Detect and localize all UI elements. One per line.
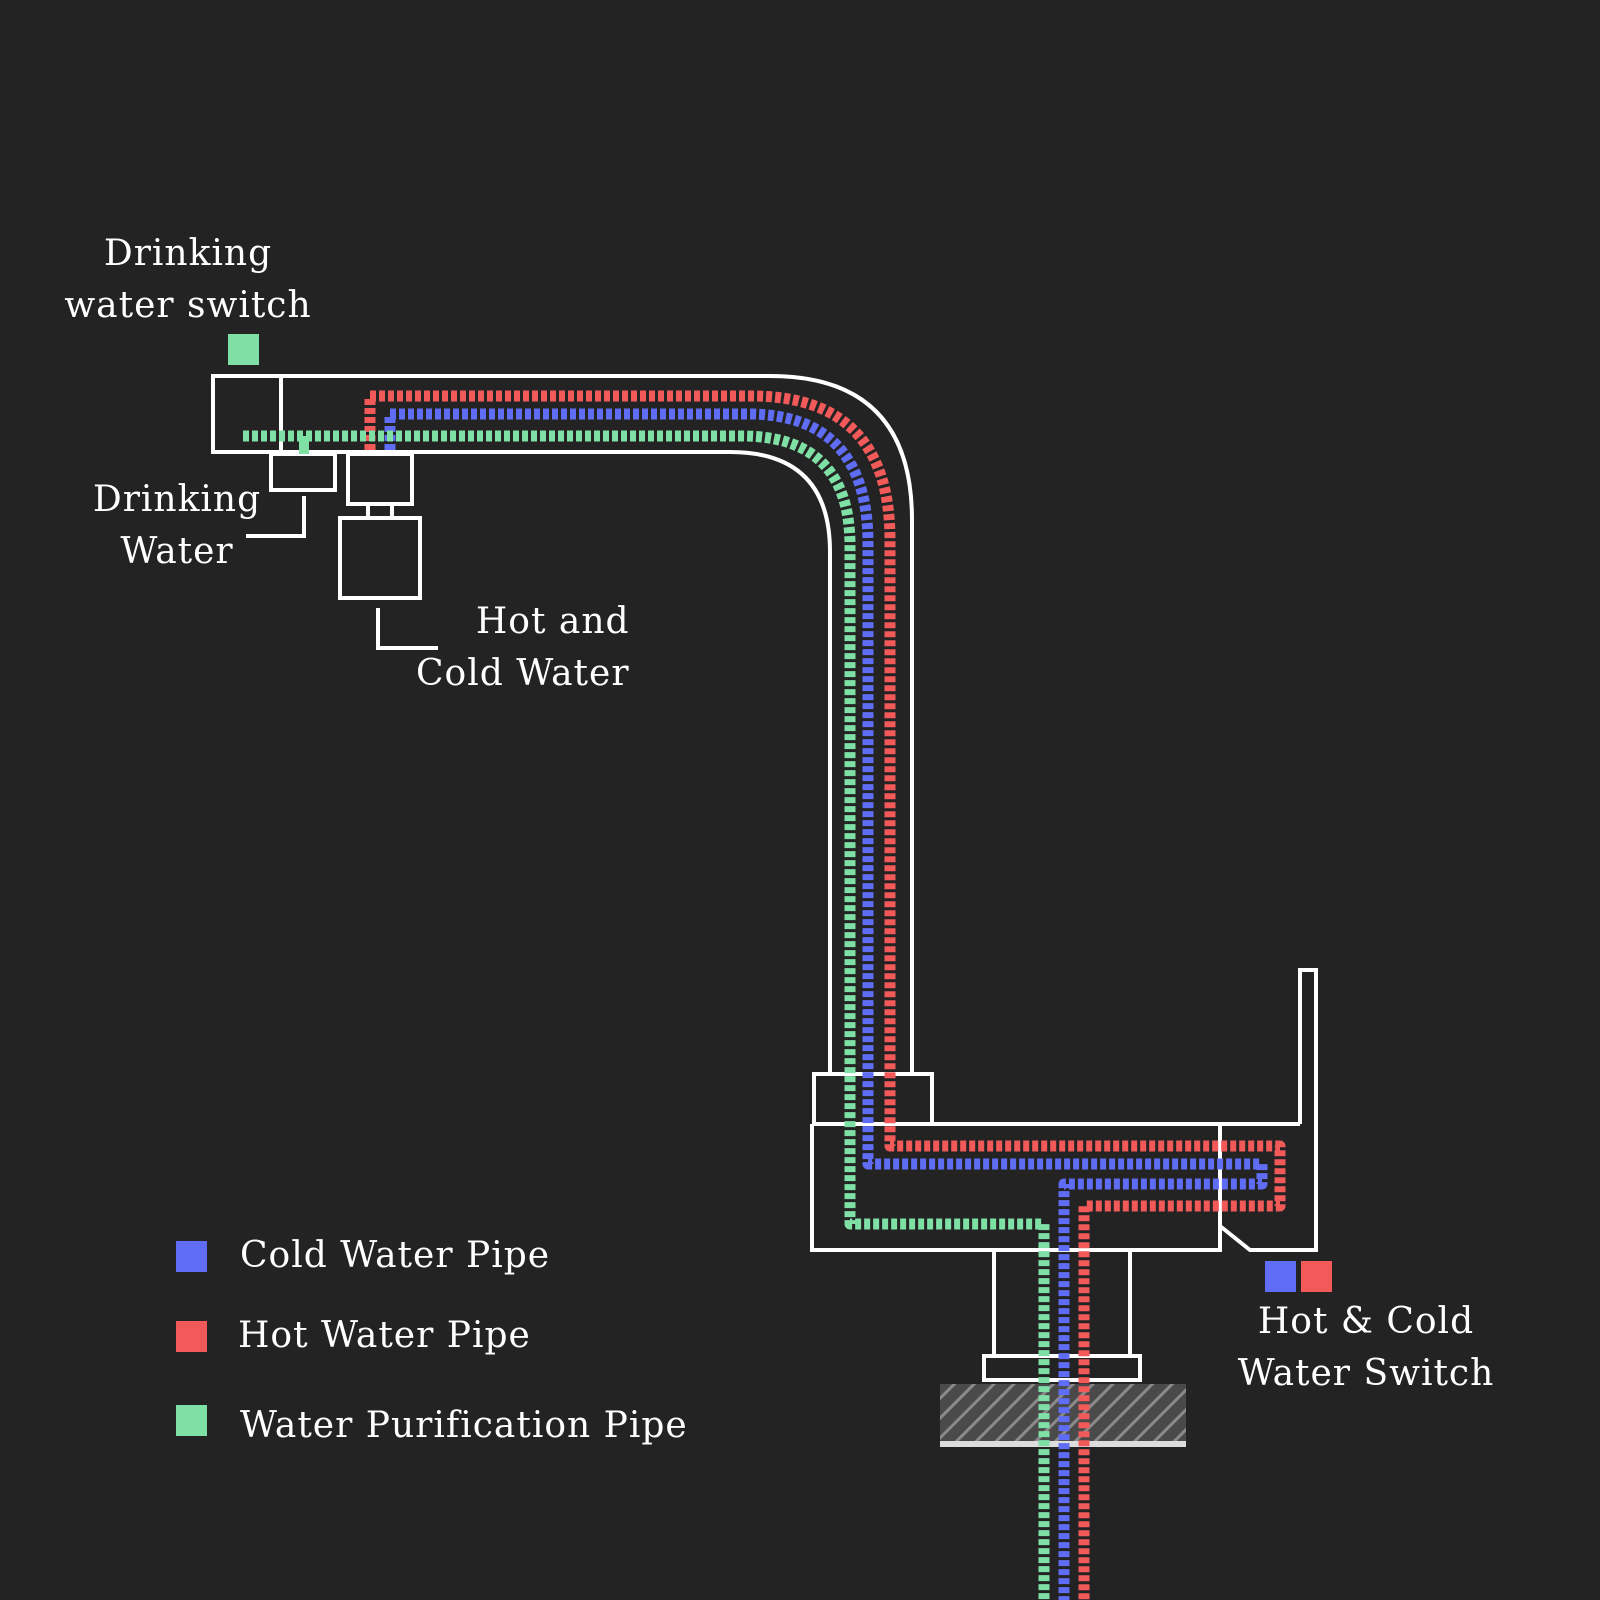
spout-arm-inner — [281, 450, 832, 1074]
hot-switch-marker — [1301, 1261, 1332, 1292]
legend-label-cold: Cold Water Pipe — [240, 1235, 551, 1276]
cold-water-pipe — [384, 408, 1268, 1600]
legend-item-purification: Water Purification Pipe — [176, 1400, 687, 1446]
label-drinking-switch: Drinking water switch — [64, 233, 312, 326]
spout-head — [211, 374, 283, 454]
hot-water-pipe — [364, 390, 1286, 1600]
legend-item-hot: Hot Water Pipe — [176, 1315, 530, 1356]
legend-swatch-purification — [176, 1404, 207, 1436]
legend-label-purification: Water Purification Pipe — [240, 1405, 688, 1446]
faucet-body — [810, 1122, 1300, 1252]
spout-arm-outer — [281, 374, 914, 1074]
legend-item-cold: Cold Water Pipe — [176, 1235, 549, 1276]
handle-lever — [1218, 968, 1318, 1252]
legend-swatch-hot — [176, 1320, 207, 1352]
drinking-outlet — [269, 452, 337, 492]
purification-pipe — [243, 430, 1050, 1600]
cold-switch-marker — [1265, 1261, 1296, 1292]
legend-label-hot: Hot Water Pipe — [238, 1315, 531, 1356]
label-hot-cold-water: Hot and Cold Water — [416, 601, 630, 694]
drinking-switch-marker — [228, 334, 259, 365]
label-drinking-water: Drinking Water — [92, 479, 262, 572]
mixer-outlet — [346, 452, 414, 506]
label-hot-cold-switch: Hot & Cold Water Switch — [1237, 1301, 1495, 1394]
aerator — [338, 516, 422, 600]
legend-swatch-cold — [176, 1240, 207, 1272]
